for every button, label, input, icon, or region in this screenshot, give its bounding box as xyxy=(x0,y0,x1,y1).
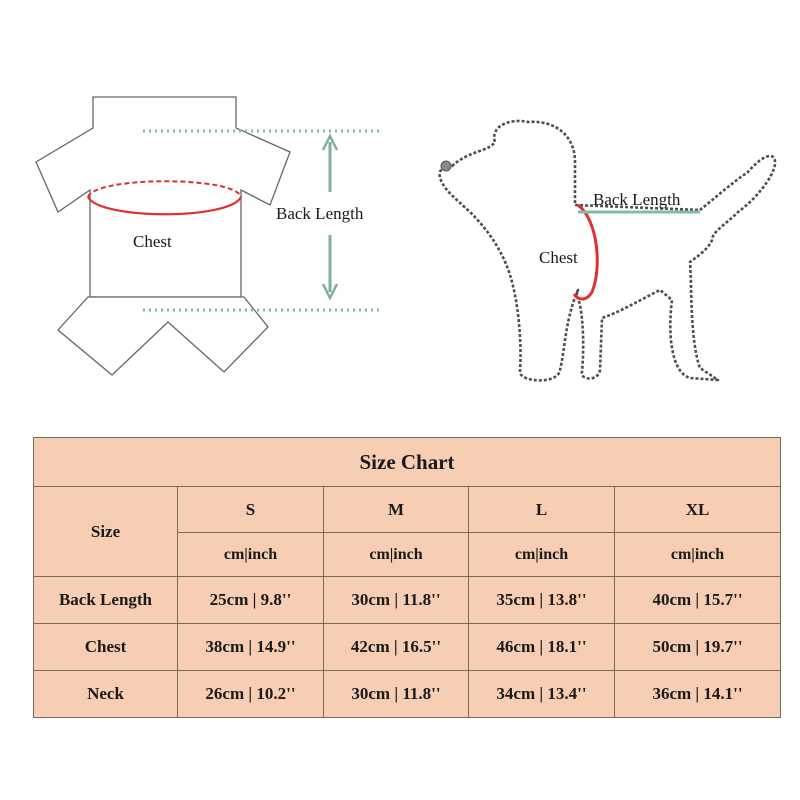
back-length-row: Back Length 25cm | 9.8'' 30cm | 11.8'' 3… xyxy=(33,576,782,624)
table-cell: 30cm | 11.8'' xyxy=(323,670,469,718)
garment-chest-line-back xyxy=(87,180,242,198)
measurement-diagrams: Chest Back Length Back Length Chest xyxy=(35,96,777,382)
table-cell: 50cm | 19.7'' xyxy=(613,623,782,671)
row-label: Back Length xyxy=(33,576,178,624)
size-chart-table: Size Chart Size S M L XL cm|inch cm|inch… xyxy=(32,437,782,718)
dog-nose xyxy=(440,160,452,172)
size-xl-header: XL xyxy=(613,486,782,533)
garment-diagram: Chest Back Length xyxy=(35,96,382,376)
dog-chest-line xyxy=(572,203,599,301)
size-chart-title: Size Chart xyxy=(32,437,782,487)
size-m-header: M xyxy=(323,486,469,533)
table-cell: 26cm | 10.2'' xyxy=(177,670,324,718)
unit-label: cm|inch xyxy=(177,532,324,577)
table-cell: 36cm | 14.1'' xyxy=(613,670,782,718)
size-chart-title-row: Size Chart xyxy=(32,437,782,487)
table-cell: 35cm | 13.8'' xyxy=(468,576,615,624)
garment-outline xyxy=(35,96,291,298)
table-cell: 38cm | 14.9'' xyxy=(177,623,324,671)
unit-row: cm|inch cm|inch cm|inch cm|inch xyxy=(34,532,782,577)
table-cell: 40cm | 15.7'' xyxy=(613,576,782,624)
back-length-arrow-down xyxy=(321,235,339,301)
unit-label: cm|inch xyxy=(613,532,782,577)
dog-diagram: Back Length Chest xyxy=(438,119,777,382)
garment-back-length-label: Back Length xyxy=(276,204,364,223)
size-header-row: Size S M L XL xyxy=(33,486,782,577)
chest-row: Chest 38cm | 14.9'' 42cm | 16.5'' 46cm |… xyxy=(33,623,782,671)
dog-outline xyxy=(438,119,777,382)
neck-row: Neck 26cm | 10.2'' 30cm | 11.8'' 34cm | … xyxy=(33,670,782,718)
table-cell: 25cm | 9.8'' xyxy=(177,576,324,624)
row-label: Neck xyxy=(33,670,178,718)
row-label: Chest xyxy=(33,623,178,671)
garment-legs xyxy=(57,296,269,376)
back-length-arrow-up xyxy=(321,133,339,192)
garment-chest-label: Chest xyxy=(133,232,172,251)
unit-label: cm|inch xyxy=(468,532,615,577)
dog-chest-label: Chest xyxy=(539,248,578,267)
table-cell: 34cm | 13.4'' xyxy=(468,670,615,718)
size-s-header: S xyxy=(177,486,324,533)
size-header: Size xyxy=(33,486,178,577)
size-l-header: L xyxy=(468,486,615,533)
table-cell: 46cm | 18.1'' xyxy=(468,623,615,671)
table-cell: 30cm | 11.8'' xyxy=(323,576,469,624)
unit-label: cm|inch xyxy=(323,532,469,577)
dog-back-length-label: Back Length xyxy=(593,190,681,209)
table-cell: 42cm | 16.5'' xyxy=(323,623,469,671)
garment-chest-line-front xyxy=(87,196,242,216)
